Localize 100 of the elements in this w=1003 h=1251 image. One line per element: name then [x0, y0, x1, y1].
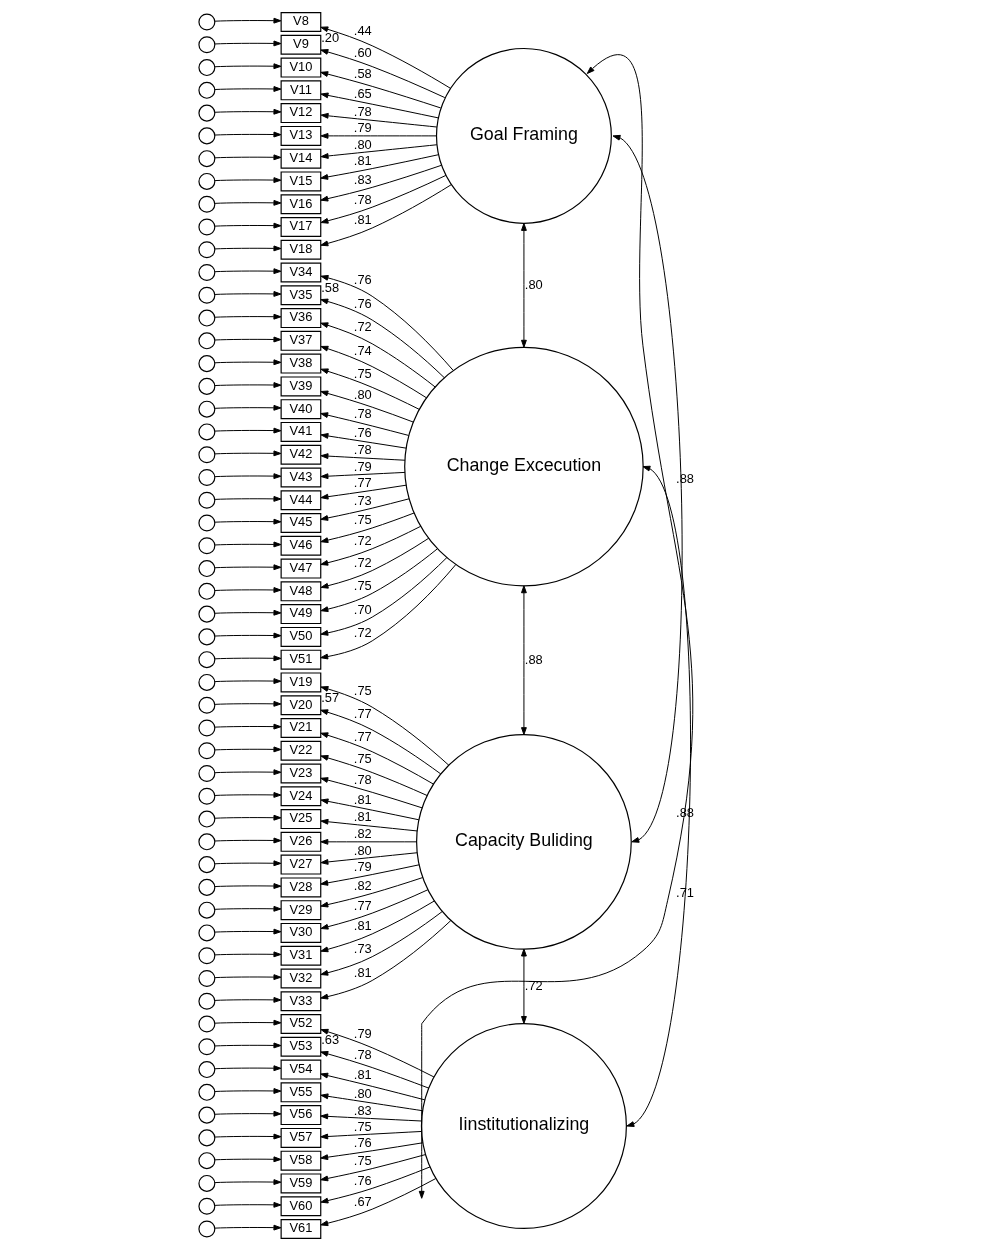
- node-box: V10: [280, 57, 322, 78]
- arrow: [320, 889, 429, 930]
- arrow: [320, 154, 439, 180]
- arrow: [320, 1166, 431, 1204]
- node-circle: [198, 901, 216, 919]
- edge-label: .80: [353, 1085, 372, 1101]
- node-circle: [198, 468, 216, 486]
- arrow: [214, 131, 282, 138]
- node-circle: [198, 765, 216, 783]
- node-box: V15: [280, 171, 322, 192]
- arrow: [214, 268, 282, 275]
- node-circle: [198, 172, 216, 190]
- arrow: [214, 1065, 282, 1072]
- node-box: V51: [280, 649, 322, 670]
- arrow: [214, 1019, 282, 1026]
- arrow: [320, 471, 406, 480]
- node-box: V13: [280, 125, 322, 146]
- edge-label: .75: [353, 365, 372, 381]
- node-box: V37: [280, 330, 322, 351]
- arrow: [320, 1093, 424, 1112]
- edge-label: .78: [353, 771, 372, 787]
- arrow: [214, 450, 282, 457]
- edge-label: .75: [353, 1153, 372, 1169]
- edge-label: .76: [353, 425, 372, 441]
- arrow: [521, 948, 527, 1024]
- node-circle: [198, 1197, 216, 1215]
- arrow: [320, 498, 410, 521]
- node-circle: [198, 36, 216, 54]
- node-box: V19: [280, 672, 322, 693]
- arrow: [214, 814, 282, 821]
- arrow: [320, 900, 435, 953]
- node-box: V32: [280, 968, 322, 989]
- node-circle: [198, 947, 216, 965]
- arrow: [214, 746, 282, 753]
- node-circle: [198, 81, 216, 99]
- edge-label: .70: [353, 601, 372, 617]
- arrow: [214, 17, 282, 24]
- node-box: V17: [280, 216, 322, 237]
- node-circle: [198, 1174, 216, 1192]
- node-circle: [198, 1038, 216, 1056]
- arrow: [320, 1154, 426, 1182]
- edge-label: .75: [353, 577, 372, 593]
- node-circle: [198, 218, 216, 236]
- node-box: V46: [280, 535, 322, 556]
- node-label: .58: [321, 280, 340, 296]
- node-circle: [198, 833, 216, 851]
- arrow: [320, 777, 423, 809]
- arrow: [214, 245, 282, 252]
- edge-label: .73: [353, 492, 372, 508]
- node-box: V12: [280, 103, 322, 124]
- arrow: [214, 1088, 282, 1094]
- arrow: [320, 838, 418, 845]
- node-box: V26: [280, 831, 322, 852]
- node-circle: [198, 1152, 216, 1170]
- edge-label: .82: [353, 877, 372, 893]
- node-box: V18: [280, 239, 322, 260]
- arrow: [320, 368, 420, 410]
- node-circle: [198, 377, 216, 395]
- arrow: [320, 732, 434, 785]
- edge-label: .77: [353, 706, 372, 722]
- edge-label: .72: [353, 554, 372, 570]
- edge-label: .79: [353, 120, 372, 136]
- node-circle: [198, 1106, 216, 1124]
- arrow: [214, 40, 282, 47]
- arrow: [320, 864, 420, 886]
- arrow: [320, 453, 406, 461]
- node-circle: Goal Framing: [435, 47, 612, 224]
- arrow: [320, 512, 415, 544]
- arrow: [214, 723, 282, 730]
- arrow: [320, 174, 447, 224]
- edge-label: .80: [353, 386, 372, 402]
- arrow: [214, 541, 282, 548]
- edge-label: .78: [353, 1047, 372, 1063]
- node-box: V21: [280, 717, 322, 738]
- edge-label: .77: [353, 729, 372, 745]
- arrow: [214, 313, 282, 320]
- arrow: [214, 905, 282, 912]
- node-box: V29: [280, 900, 322, 921]
- node-label: .57: [321, 690, 340, 706]
- edge-label: .76: [353, 1135, 372, 1151]
- arrow: [320, 877, 424, 908]
- arrow: [320, 1178, 437, 1227]
- node-circle: [198, 582, 216, 600]
- node-circle: [198, 400, 216, 418]
- node-box: V11: [280, 80, 322, 101]
- node-box: V44: [280, 490, 322, 511]
- node-box: V14: [280, 148, 322, 169]
- node-circle: [198, 878, 216, 896]
- node-circle: [198, 1061, 216, 1079]
- edge-label: .80: [353, 137, 372, 153]
- arrow: [320, 298, 445, 379]
- node-box: V16: [280, 194, 322, 215]
- arrow: [214, 1110, 282, 1117]
- node-circle: [198, 13, 216, 31]
- arrow: [320, 184, 452, 247]
- node-circle: [198, 127, 216, 145]
- node-box: V59: [280, 1173, 322, 1194]
- node-box: V47: [280, 558, 322, 579]
- node-box: V55: [280, 1082, 322, 1103]
- arrow: [521, 585, 527, 736]
